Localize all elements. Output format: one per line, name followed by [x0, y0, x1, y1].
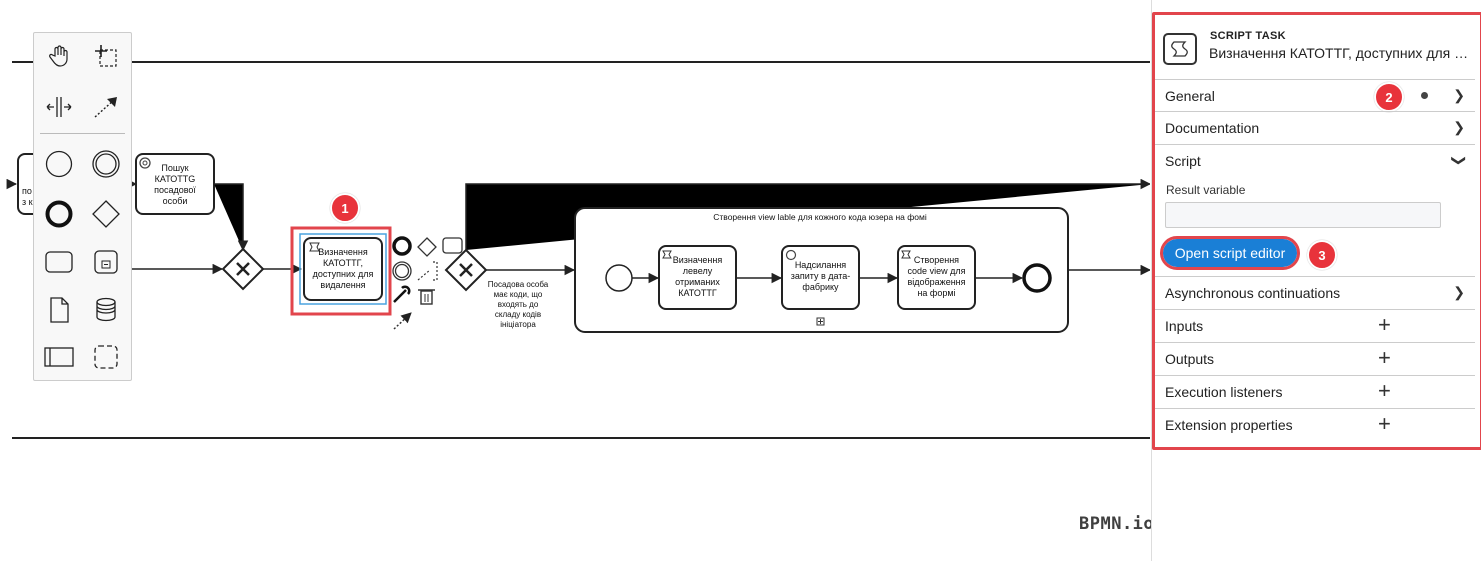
- global-connect-tool-icon[interactable]: [89, 90, 123, 124]
- bpmn-canvas[interactable]: [0, 0, 1150, 561]
- group-icon[interactable]: [89, 340, 123, 374]
- pool-icon[interactable]: [42, 340, 76, 374]
- intermediate-event-icon[interactable]: [89, 147, 123, 181]
- subprocess-end-event[interactable]: [1022, 263, 1052, 293]
- selection-outline: [299, 233, 387, 305]
- task-selected-label: Визначення КАТОТТГ, доступних для видале…: [312, 247, 374, 290]
- append-task-icon[interactable]: [442, 237, 463, 254]
- subprocess-icon[interactable]: [89, 245, 123, 279]
- script-task-icon-3: [901, 250, 911, 259]
- group-general-title: General: [1165, 88, 1215, 104]
- append-gateway-icon[interactable]: [417, 237, 437, 257]
- step-marker-1: 1: [330, 193, 360, 223]
- add-extension-plus-icon[interactable]: +: [1378, 411, 1391, 436]
- hand-tool-icon[interactable]: [42, 39, 76, 73]
- data-store-icon[interactable]: [89, 293, 123, 327]
- add-output-plus-icon[interactable]: +: [1378, 345, 1391, 370]
- element-name: Визначення КАТОТТГ, доступних для видале…: [1209, 45, 1471, 61]
- end-event-icon[interactable]: [42, 197, 76, 231]
- connect-arrow-icon[interactable]: [393, 312, 412, 330]
- chevron-right-icon[interactable]: ❯: [1453, 119, 1465, 135]
- group-outputs[interactable]: Outputs +: [1155, 342, 1475, 375]
- script-task-icon: [309, 242, 320, 252]
- gateway-icon[interactable]: [89, 197, 123, 231]
- group-documentation[interactable]: Documentation ❯: [1155, 111, 1475, 144]
- chevron-down-icon[interactable]: ❯: [1451, 154, 1468, 167]
- group-inputs-title: Inputs: [1165, 318, 1204, 334]
- add-input-plus-icon[interactable]: +: [1378, 312, 1391, 337]
- text-annotation-icon[interactable]: [417, 261, 438, 281]
- append-intermediate-event-icon[interactable]: [392, 261, 412, 281]
- task-icon[interactable]: [42, 245, 76, 279]
- group-async-title: Asynchronous continuations: [1165, 285, 1341, 301]
- task-selected-script[interactable]: [303, 237, 383, 301]
- script-task-icon-2: [662, 250, 672, 259]
- service-task-gear-icon: [139, 157, 151, 169]
- chevron-right-icon[interactable]: ❯: [1453, 284, 1465, 300]
- exclusive-gateway-2[interactable]: [444, 248, 488, 292]
- group-listeners-title: Execution listeners: [1165, 384, 1283, 400]
- lasso-tool-icon[interactable]: [89, 39, 123, 73]
- highlight-frame-1: [290, 226, 392, 316]
- gateway-label: Посадова особа має коди, що входять до с…: [487, 280, 549, 329]
- open-script-editor-button[interactable]: Open script editor: [1160, 236, 1300, 270]
- group-extension-title: Extension properties: [1165, 417, 1293, 433]
- subprocess-start-event[interactable]: [605, 264, 633, 292]
- group-documentation-title: Documentation: [1165, 120, 1260, 136]
- space-tool-icon[interactable]: [42, 90, 76, 124]
- task-create-label: Створення code view для відображення на …: [907, 255, 966, 298]
- partial-task-label-2: з к: [22, 197, 33, 207]
- step-marker-2: 2: [1374, 82, 1404, 112]
- partial-task-label-1: по: [22, 186, 32, 196]
- bpmn-io-logo[interactable]: BPMN.io: [1079, 514, 1155, 534]
- script-task-header-icon: [1163, 33, 1197, 65]
- element-type: SCRIPT TASK: [1210, 30, 1286, 42]
- exclusive-gateway-1[interactable]: [221, 247, 265, 291]
- add-listener-plus-icon[interactable]: +: [1378, 378, 1391, 403]
- group-script[interactable]: Script ❯: [1155, 144, 1475, 277]
- step-marker-3: 3: [1307, 240, 1337, 270]
- task-search-label: Пошук КАТОТТG посадової особи: [154, 163, 196, 206]
- task-send-label: Надсилання запиту в дата- фабрику: [790, 260, 851, 292]
- data-marker-dot: [1421, 92, 1428, 99]
- result-variable-input[interactable]: [1165, 202, 1441, 228]
- palette-separator: [40, 133, 125, 134]
- group-async[interactable]: Asynchronous continuations ❯: [1155, 276, 1475, 309]
- subprocess-title: Створення view lable для кожного кода юз…: [713, 212, 927, 222]
- group-inputs[interactable]: Inputs +: [1155, 309, 1475, 342]
- task-level-label: Визначення левелу отриманих КАТОТТГ: [672, 255, 723, 298]
- change-type-wrench-icon[interactable]: [393, 285, 411, 303]
- append-end-event-icon[interactable]: [392, 236, 412, 256]
- start-event-icon[interactable]: [42, 147, 76, 181]
- group-script-title: Script: [1165, 153, 1201, 169]
- chevron-right-icon[interactable]: ❯: [1453, 87, 1465, 103]
- service-task-gear-icon-2: [785, 249, 797, 261]
- group-outputs-title: Outputs: [1165, 351, 1215, 367]
- group-extension-properties[interactable]: Extension properties +: [1155, 408, 1475, 441]
- tool-palette: [33, 32, 132, 381]
- data-object-icon[interactable]: [42, 293, 76, 327]
- result-variable-label: Result variable: [1166, 183, 1246, 197]
- group-execution-listeners[interactable]: Execution listeners +: [1155, 375, 1475, 408]
- delete-trash-icon[interactable]: [418, 289, 435, 305]
- group-general[interactable]: General ❯: [1155, 79, 1475, 112]
